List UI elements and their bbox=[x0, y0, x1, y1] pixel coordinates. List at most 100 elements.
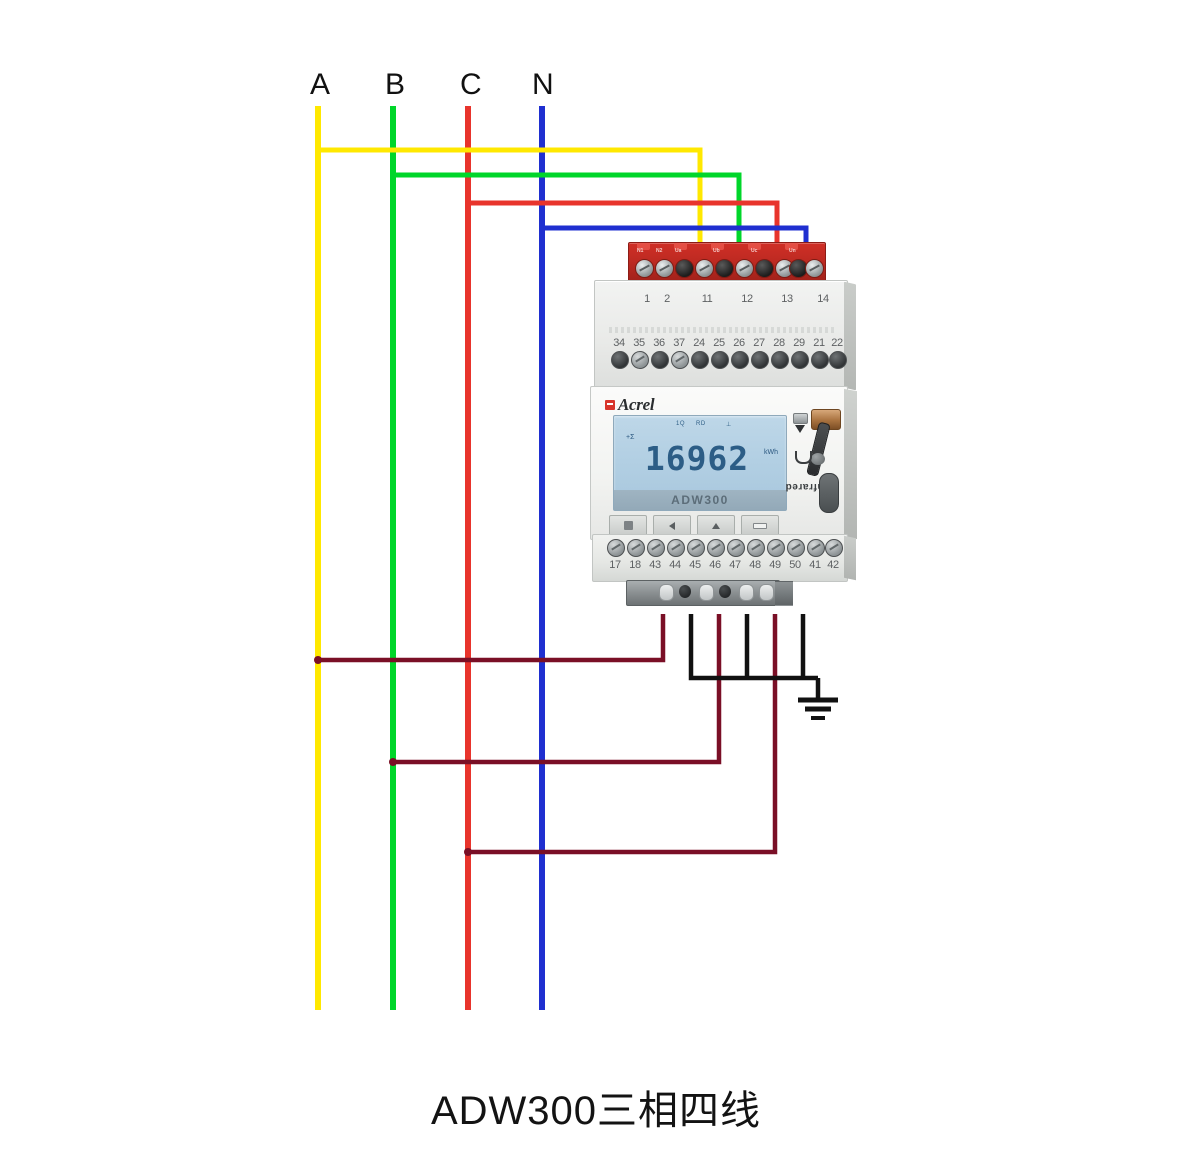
ct-port-c-positive[interactable] bbox=[739, 584, 754, 601]
screw-49[interactable] bbox=[767, 539, 785, 557]
lcd-indicator-gnd: ⊥ bbox=[726, 422, 732, 428]
earth-ground-icon bbox=[798, 697, 838, 720]
meter-upper-housing: 1 2 11 12 13 14 34 35 36 37 24 25 26 27 … bbox=[594, 280, 856, 392]
terminal-label-50: 50 bbox=[789, 559, 801, 571]
screw-46[interactable] bbox=[707, 539, 725, 557]
connector-screw-4[interactable] bbox=[715, 259, 734, 278]
screw-29[interactable] bbox=[791, 351, 809, 369]
screw-43[interactable] bbox=[647, 539, 665, 557]
ct-port-b-negative[interactable] bbox=[719, 585, 731, 598]
connector-screw-2[interactable] bbox=[655, 259, 674, 278]
screw-42[interactable] bbox=[825, 539, 843, 557]
screw-44[interactable] bbox=[667, 539, 685, 557]
terminal-label-11: 11 bbox=[701, 293, 713, 305]
lcd-indicator-1q: 1Q bbox=[676, 421, 686, 427]
lcd-value: 16962 bbox=[644, 439, 750, 478]
terminal-label-43: 43 bbox=[649, 559, 661, 571]
antenna-rod[interactable] bbox=[806, 421, 831, 477]
terminal-label-14: 14 bbox=[817, 293, 829, 305]
ct-input-connector[interactable] bbox=[626, 580, 793, 606]
meter-button-bar bbox=[609, 515, 781, 536]
ct-port-a-negative[interactable] bbox=[679, 585, 691, 598]
terminal-label-22: 22 bbox=[831, 337, 843, 349]
adw300-energy-meter[interactable]: N1 N2 Ua Ub Uc Un 1 2 11 12 bbox=[588, 242, 857, 614]
ct-secondary-a-wire bbox=[318, 614, 666, 663]
terminal-label-18: 18 bbox=[629, 559, 641, 571]
screw-48[interactable] bbox=[747, 539, 765, 557]
infrared-window[interactable] bbox=[819, 473, 839, 513]
screw-18[interactable] bbox=[627, 539, 645, 557]
menu-button[interactable] bbox=[609, 515, 647, 536]
acrel-mark-icon bbox=[605, 400, 615, 410]
terminal-label-17: 17 bbox=[609, 559, 621, 571]
ct-port-b-positive[interactable] bbox=[699, 584, 714, 601]
screw-37[interactable] bbox=[671, 351, 689, 369]
terminal-label-37: 37 bbox=[673, 337, 685, 349]
screw-34[interactable] bbox=[611, 351, 629, 369]
terminal-label-29: 29 bbox=[793, 337, 805, 349]
ct-port-a-positive[interactable] bbox=[659, 584, 674, 601]
ct-a-tap-node bbox=[314, 656, 322, 664]
terminal-label-1: 1 bbox=[644, 293, 650, 305]
screw-41[interactable] bbox=[807, 539, 825, 557]
terminal-label-35: 35 bbox=[633, 337, 645, 349]
terminal-label-49: 49 bbox=[769, 559, 781, 571]
voltage-tap-b-wire bbox=[393, 172, 742, 262]
housing-vent-line bbox=[609, 327, 837, 333]
meter-front-face: Acrel 1Q RD ⊥ +Σ 16962 kWh ADW300 bbox=[590, 386, 857, 540]
ct-secondary-b-wire bbox=[393, 614, 722, 765]
phase-label-a: A bbox=[310, 68, 331, 101]
acrel-logo: Acrel bbox=[605, 395, 655, 415]
lcd-display: 1Q RD ⊥ +Σ 16962 kWh ADW300 bbox=[613, 415, 787, 511]
connector-screw-11[interactable] bbox=[695, 259, 714, 278]
terminal-label-44: 44 bbox=[669, 559, 681, 571]
screw-35[interactable] bbox=[631, 351, 649, 369]
screw-47[interactable] bbox=[727, 539, 745, 557]
screw-24[interactable] bbox=[691, 351, 709, 369]
terminal-label-25: 25 bbox=[713, 337, 725, 349]
warning-triangle-icon bbox=[795, 425, 805, 433]
screw-45[interactable] bbox=[687, 539, 705, 557]
screw-17[interactable] bbox=[607, 539, 625, 557]
connector-screw-3[interactable] bbox=[675, 259, 694, 278]
meter-right-panel: Infrared bbox=[785, 409, 845, 533]
left-button[interactable] bbox=[653, 515, 691, 536]
terminal-label-26: 26 bbox=[733, 337, 745, 349]
connector-screw-14[interactable] bbox=[805, 259, 824, 278]
connector-screw-12[interactable] bbox=[735, 259, 754, 278]
screw-25[interactable] bbox=[711, 351, 729, 369]
screw-22[interactable] bbox=[829, 351, 847, 369]
voltage-tap-a-wire bbox=[318, 147, 703, 262]
screw-50[interactable] bbox=[787, 539, 805, 557]
phase-label-n: N bbox=[532, 68, 554, 101]
terminal-label-34: 34 bbox=[613, 337, 625, 349]
terminal-label-24: 24 bbox=[693, 337, 705, 349]
screw-36[interactable] bbox=[651, 351, 669, 369]
terminal-label-13: 13 bbox=[781, 293, 793, 305]
terminal-label-2: 2 bbox=[664, 293, 670, 305]
ct-port-c-negative[interactable] bbox=[759, 584, 774, 601]
ct-connector-tab bbox=[775, 581, 793, 606]
terminal-label-46: 46 bbox=[709, 559, 721, 571]
enter-button[interactable] bbox=[741, 515, 779, 536]
connector-screw-5[interactable] bbox=[755, 259, 774, 278]
terminal-label-42: 42 bbox=[827, 559, 839, 571]
ct-secondary-c-wire bbox=[468, 614, 778, 855]
connector-screw-1[interactable] bbox=[635, 259, 654, 278]
screw-28[interactable] bbox=[771, 351, 789, 369]
screw-21[interactable] bbox=[811, 351, 829, 369]
ct-common-a-wire bbox=[688, 614, 818, 681]
up-button[interactable] bbox=[697, 515, 735, 536]
brand-name: Acrel bbox=[618, 395, 655, 414]
loop-icon bbox=[795, 451, 812, 464]
screw-26[interactable] bbox=[731, 351, 749, 369]
screw-27[interactable] bbox=[751, 351, 769, 369]
phase-label-c: C bbox=[460, 68, 482, 101]
terminal-label-12: 12 bbox=[741, 293, 753, 305]
ct-b-tap-node bbox=[389, 758, 397, 766]
red-terminal-connector[interactable]: N1 N2 Ua Ub Uc Un bbox=[628, 242, 826, 286]
terminal-label-48: 48 bbox=[749, 559, 761, 571]
ct-c-tap-node bbox=[464, 848, 472, 856]
